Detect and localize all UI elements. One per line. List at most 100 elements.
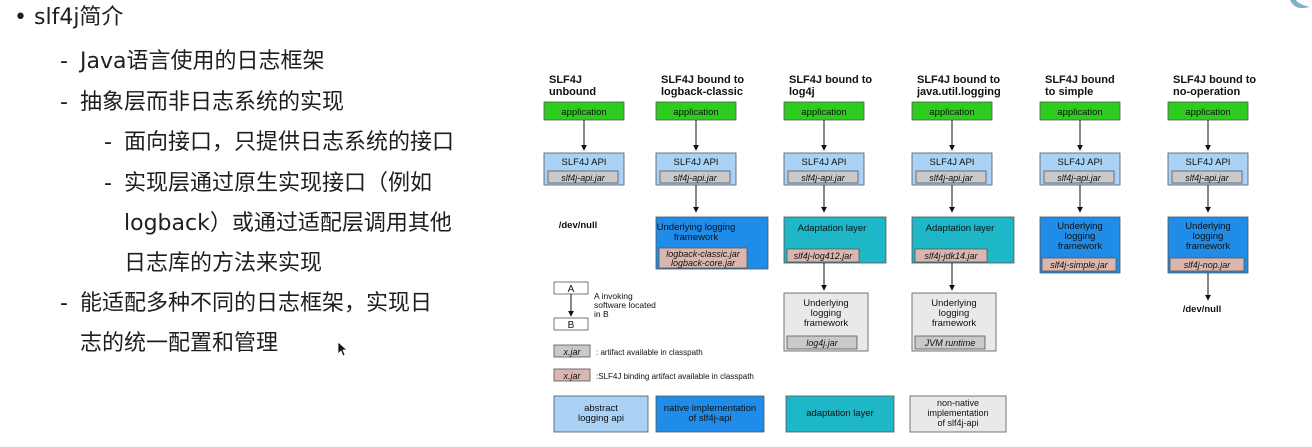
slf4j-api-label: SLF4J API	[674, 157, 719, 168]
column-title: java.util.logging	[916, 86, 1001, 98]
slf4j-api-jar-box	[915, 170, 987, 184]
legend-native-label: of slf4j-api	[688, 413, 731, 424]
legend-non-native-label: implementation	[927, 408, 988, 418]
legend-binding-jar-box	[553, 368, 591, 382]
dev-null-label: /dev/null	[559, 220, 598, 231]
bullet-text: 志的统一配置和管理	[80, 331, 279, 356]
legend-jar-box	[553, 344, 591, 358]
bullet-text: slf4j简介	[34, 5, 124, 30]
mouse-cursor-icon	[337, 341, 347, 357]
dash-mark: -	[104, 171, 112, 196]
slf4j-api-jar-box	[1043, 170, 1115, 184]
legend-invoking-label: in B	[594, 309, 609, 319]
native-impl-label: Underlying logging	[657, 222, 736, 233]
native-impl-label: framework	[674, 232, 719, 243]
legend-adaptation-label: adaptation layer	[806, 408, 874, 419]
binding-jar-label: logback-classic.jar	[666, 249, 741, 259]
bullet-text: 日志库的方法来实现	[124, 251, 323, 276]
column-title: log4j	[789, 86, 815, 98]
column-title: SLF4J bound to	[917, 74, 1000, 86]
slf4j-api-jar-box	[1171, 170, 1243, 184]
legend-binding-jar-label: x.jar	[562, 371, 581, 381]
dash-mark: -	[60, 90, 68, 115]
legend-a-label: A	[568, 284, 575, 295]
bullet-slf4j-intro: •slf4j简介	[14, 3, 123, 33]
column-title: no-operation	[1173, 86, 1240, 98]
under-jar-box	[786, 335, 858, 350]
slf4j-api-label: SLF4J API	[930, 157, 975, 168]
slf4j-api-jar-label: slf4j-api.jar	[561, 173, 606, 183]
column-title: SLF4J bound to	[1173, 74, 1256, 86]
slf4j-api-jar-box	[547, 170, 619, 184]
non-native-impl-label: Underlying	[931, 298, 976, 309]
bullet-list: •slf4j简介 -Java语言使用的日志框架 -抽象层而非日志系统的实现 -面…	[0, 0, 540, 447]
legend-non-native-label: of slf4j-api	[937, 418, 978, 428]
slf4j-api-jar-box	[659, 170, 731, 184]
application-label: application	[1185, 107, 1230, 118]
legend-non-native-label: non-native	[937, 398, 979, 408]
application-label: application	[673, 107, 718, 118]
application-label: application	[801, 107, 846, 118]
native-impl-label: logging	[1065, 231, 1096, 242]
column-title: to simple	[1045, 86, 1093, 98]
legend-adaptation-box	[785, 395, 895, 433]
adaptation-layer-label: Adaptation layer	[926, 223, 995, 234]
bullet-text: 能适配多种不同的日志框架，实现日	[80, 291, 433, 316]
bullet-multiple-frameworks: -能适配多种不同的日志框架，实现日	[60, 289, 432, 319]
bullet-interface-oriented: -面向接口，只提供日志系统的接口	[104, 128, 454, 158]
column-title: SLF4J bound	[1045, 74, 1115, 86]
bullet-text: Java语言使用的日志框架	[80, 49, 325, 74]
slf4j-api-jar-label: slf4j-api.jar	[1057, 173, 1102, 183]
bullet-implementation-layer: -实现层通过原生实现接口（例如	[104, 169, 432, 199]
native-impl-label: Underlying	[1057, 221, 1102, 232]
dash-mark: -	[60, 49, 68, 74]
bullet-continuation: 志的统一配置和管理	[80, 329, 278, 359]
legend-binding-desc: :SLF4J binding artifact available in cla…	[596, 372, 754, 381]
binding-jar-label: slf4j-jdk14.jar	[924, 251, 978, 261]
legend-invoking-label: A invoking	[594, 291, 633, 301]
slf4j-api-jar-label: slf4j-api.jar	[801, 173, 846, 183]
bullet-text: 实现层通过原生实现接口（例如	[124, 171, 433, 196]
slf4j-api-jar-label: slf4j-api.jar	[929, 173, 974, 183]
binding-jar-box	[914, 248, 988, 263]
binding-jar-box	[1041, 257, 1117, 272]
legend-b-label: B	[568, 320, 575, 331]
slf4j-api-jar-label: slf4j-api.jar	[673, 173, 718, 183]
slf4j-api-label: SLF4J API	[1186, 157, 1231, 168]
column-title: unbound	[549, 86, 596, 98]
native-impl-label: logging	[1193, 231, 1224, 242]
column-title: logback-classic	[661, 86, 743, 98]
legend-abstract-api-label: logging api	[578, 413, 624, 424]
non-native-impl-label: Underlying	[803, 298, 848, 309]
native-impl-label: framework	[1058, 241, 1103, 252]
non-native-impl-label: logging	[939, 308, 970, 319]
non-native-impl-label: logging	[811, 308, 842, 319]
legend-jar-desc: : artifact available in classpath	[596, 348, 703, 357]
bullet-continuation: logback）或通过适配层调用其他	[124, 209, 452, 239]
adaptation-layer-label: Adaptation layer	[798, 223, 867, 234]
slf4j-api-jar-label: slf4j-api.jar	[1185, 173, 1230, 183]
legend-non-native-box	[909, 395, 1007, 433]
non-native-impl-label: framework	[932, 318, 977, 329]
binding-jar-label: logback-core.jar	[671, 258, 736, 268]
column-title: SLF4J bound to	[661, 74, 744, 86]
application-label: application	[929, 107, 974, 118]
slf4j-api-label: SLF4J API	[562, 157, 607, 168]
slf4j-api-label: SLF4J API	[802, 157, 847, 168]
slf4j-api-jar-box	[787, 170, 859, 184]
native-impl-label: framework	[1186, 241, 1231, 252]
column-title: SLF4J bound to	[789, 74, 872, 86]
bullet-text: 面向接口，只提供日志系统的接口	[124, 130, 455, 155]
binding-jar-box	[658, 247, 748, 269]
legend-jar-label: x.jar	[562, 347, 581, 357]
legend-invoking-label: software located	[594, 300, 656, 310]
binding-jar-box	[1169, 257, 1245, 272]
